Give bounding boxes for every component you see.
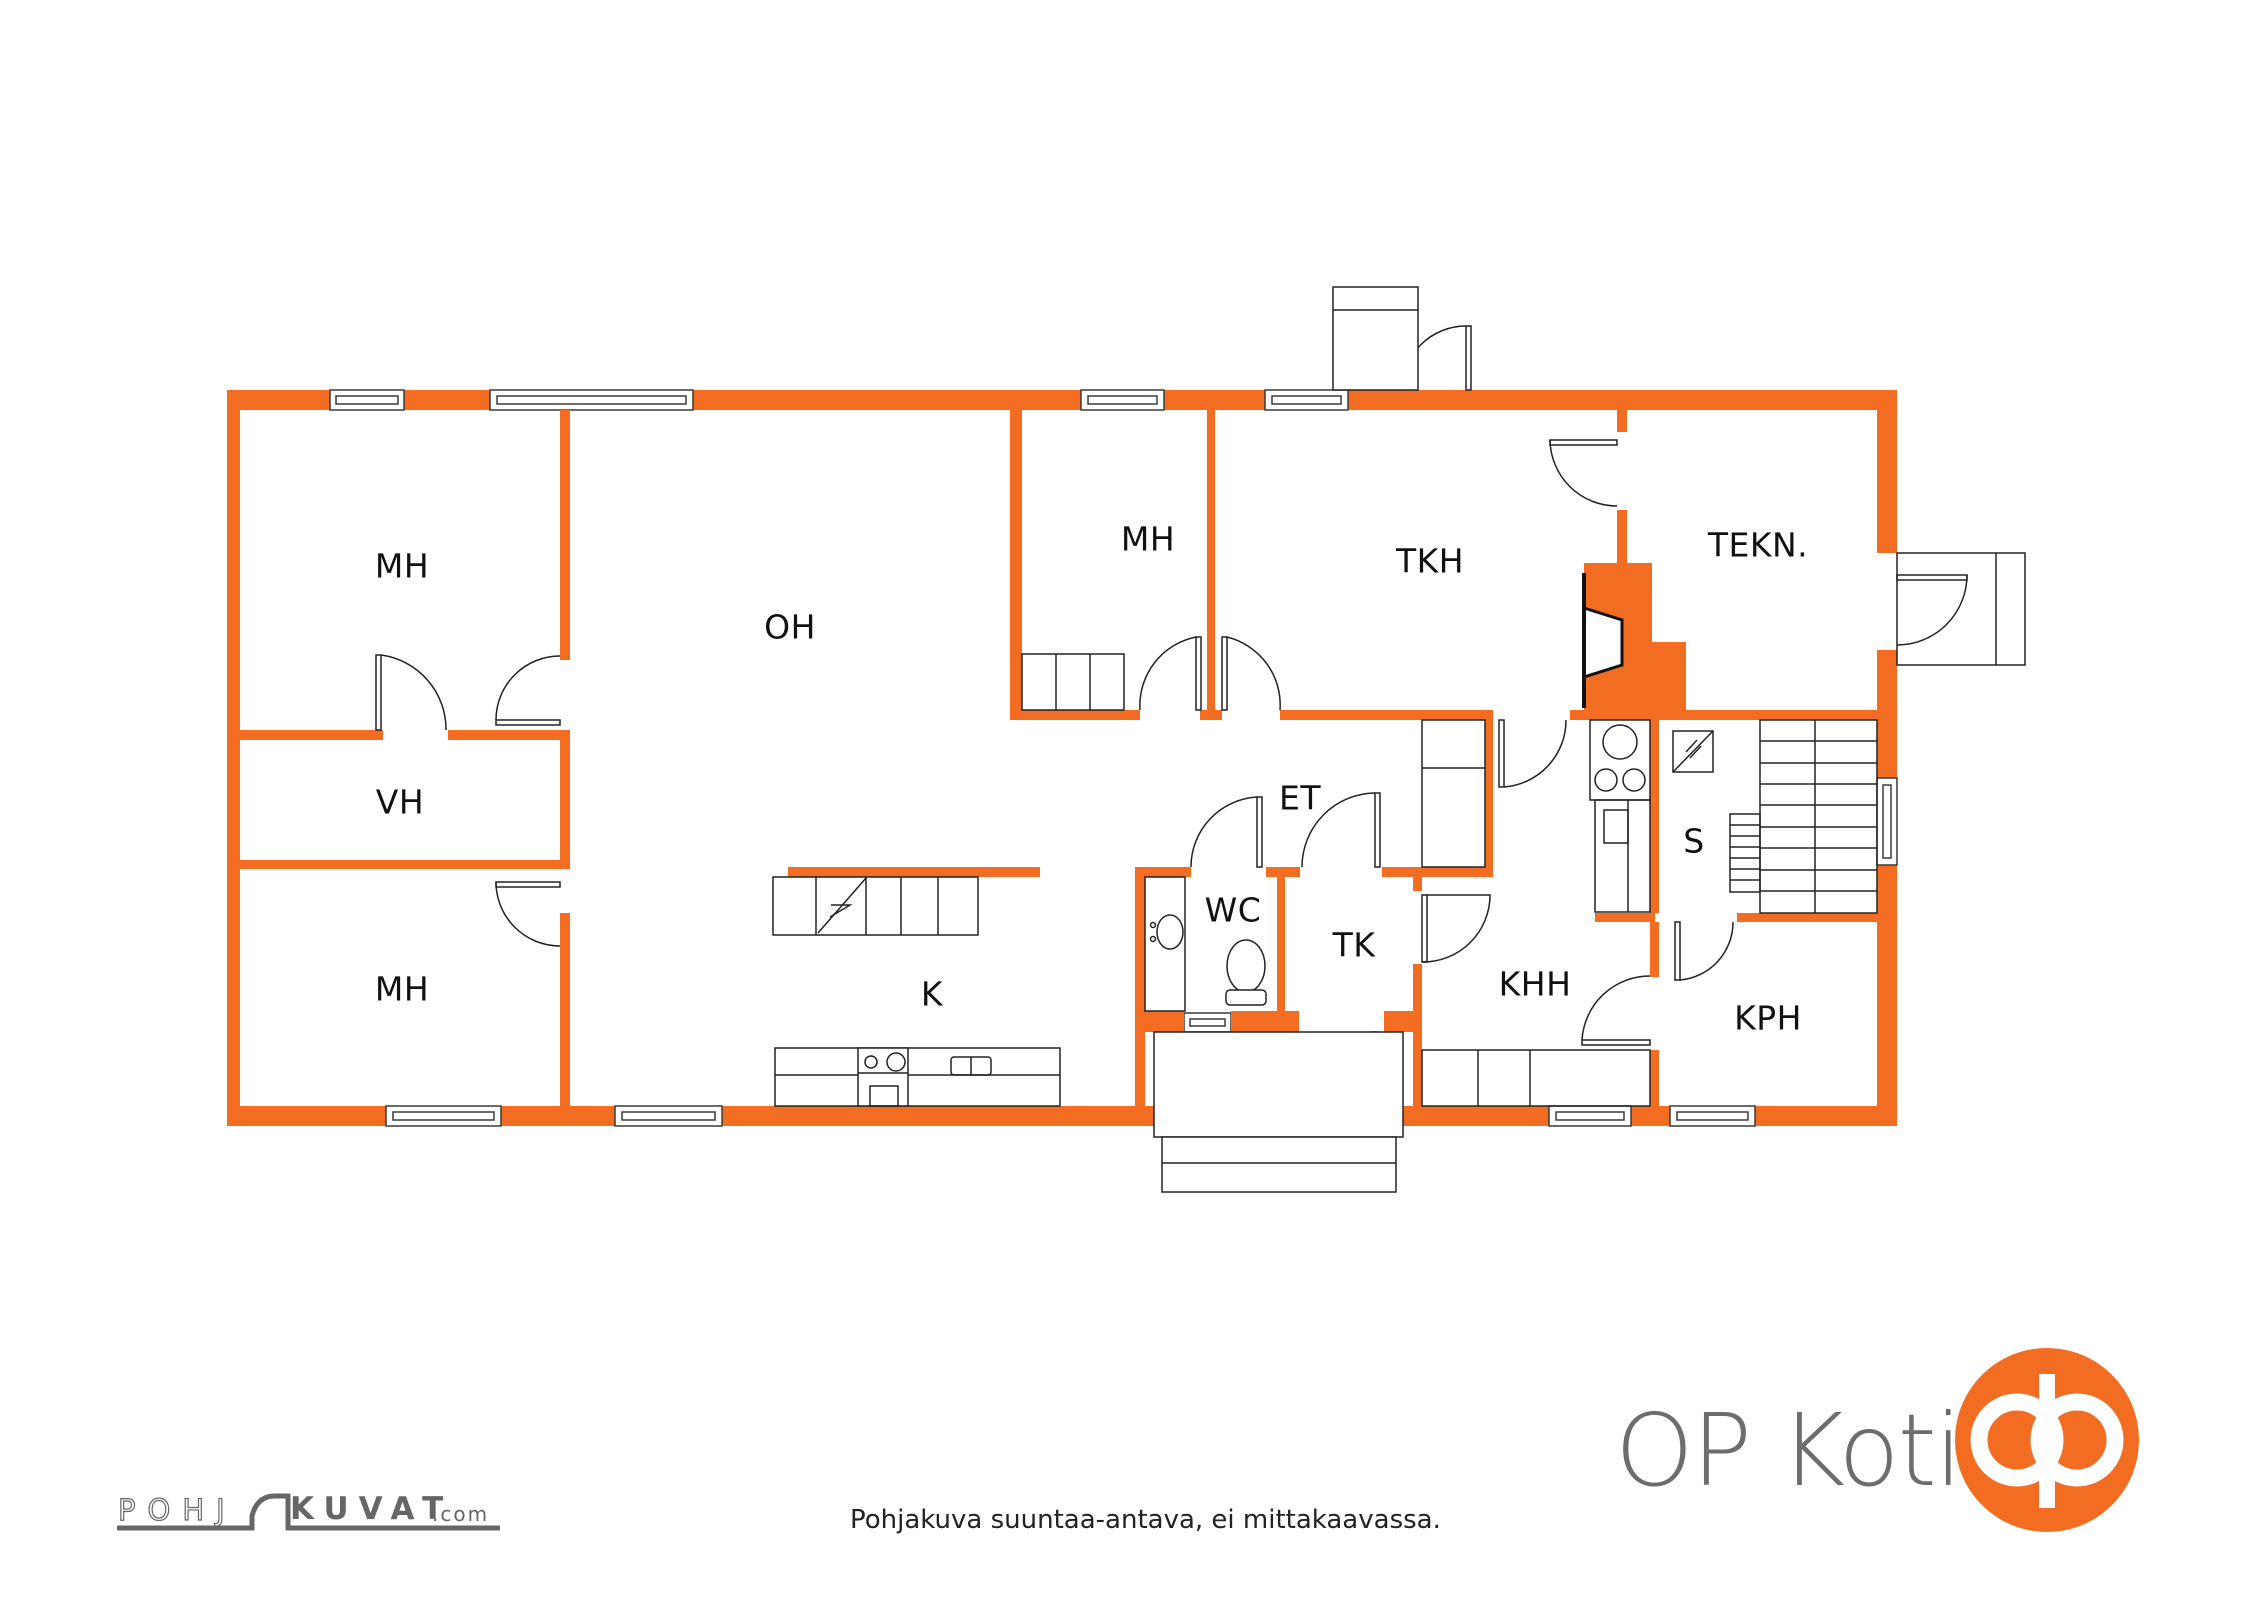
pohjakuvat-text-outline: POHJ: [117, 1492, 237, 1527]
fixtures: [772, 653, 1878, 1107]
room-label-mh-3: MH: [374, 969, 430, 1009]
fireplace-icon: [1582, 605, 1624, 680]
room-label-wc: WC: [1204, 890, 1262, 930]
op-logo-icon: [1955, 1348, 2139, 1532]
room-label-tekn: TEKN.: [1707, 525, 1809, 565]
room-label-vh: VH: [375, 782, 425, 822]
porches: [1153, 286, 2026, 1193]
room-label-tk: TK: [1332, 925, 1376, 965]
kitchen-island-wall: [788, 867, 1040, 877]
pohjakuvat-roof-icon: [117, 1493, 500, 1531]
room-label-khh: KHH: [1498, 964, 1572, 1004]
outer-walls: [227, 390, 1897, 1126]
brand-text: OP Koti: [1615, 1392, 1963, 1509]
room-label-kph: KPH: [1734, 998, 1802, 1038]
room-label-mh-1: MH: [374, 546, 430, 586]
room-label-tkh: TKH: [1395, 541, 1465, 581]
room-label-et: ET: [1278, 778, 1322, 818]
windows: [329, 389, 1898, 1127]
room-label-oh: OH: [764, 607, 816, 647]
room-label-k: K: [920, 974, 944, 1014]
room-label-s: S: [1683, 821, 1705, 861]
disclaimer-text: Pohjakuva suuntaa-antava, ei mittakaavas…: [850, 1505, 1441, 1535]
interior-walls: [240, 410, 1897, 1106]
room-label-mh-2: MH: [1120, 519, 1176, 559]
pohjakuvat-text-bold: KUVAT: [290, 1491, 454, 1527]
pohjakuvat-text-com: .com: [432, 1502, 490, 1526]
